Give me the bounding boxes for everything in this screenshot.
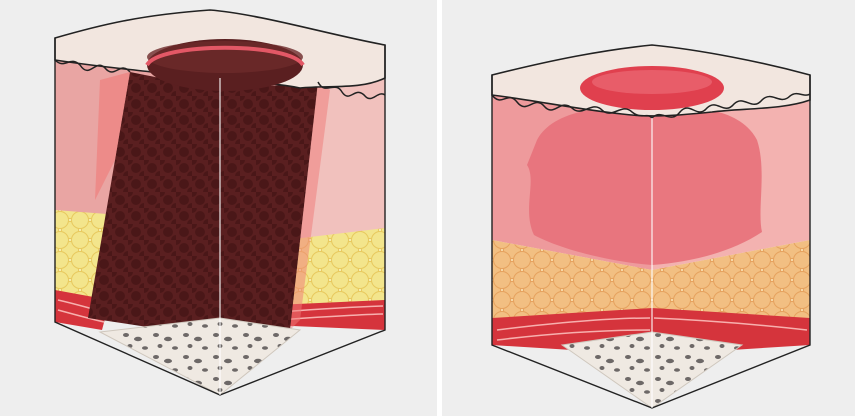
panel-right-superficial-injury [442, 0, 855, 416]
panel-left-deep-wound [0, 0, 437, 416]
bone-layer [100, 318, 300, 395]
deep-wound-diagram [0, 0, 437, 416]
superficial-injury-diagram [442, 0, 855, 416]
